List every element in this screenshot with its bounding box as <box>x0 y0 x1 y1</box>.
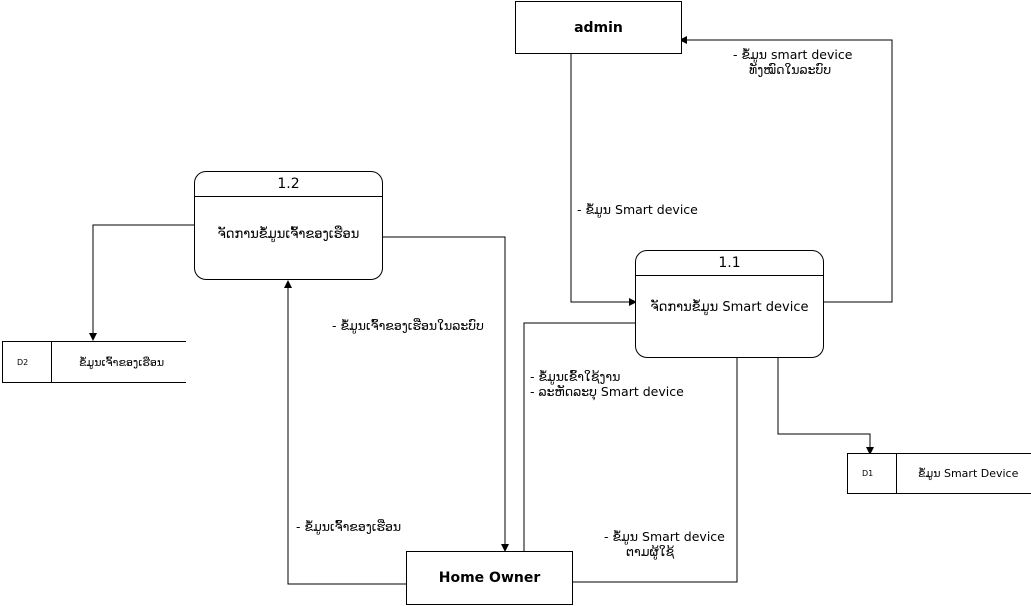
process-1-1-id: 1.1 <box>636 251 823 276</box>
flow-line-p12-d2 <box>89 221 202 341</box>
process-1-2[interactable]: 1.2 ຈັດການຂໍ້ມູນເຈົ້າຂອງເຮືອນ <box>194 171 383 280</box>
flow-label-home-to-p12: - ຂໍ້ມູນເຈົ້າຂອງເຮືອນ <box>296 519 402 534</box>
process-1-2-id: 1.2 <box>195 172 382 197</box>
entity-home-owner-label: Home Owner <box>438 570 541 586</box>
flow-label-home-to-p11-line2: - ລະຫັດລະບຸ Smart device <box>530 384 684 399</box>
flow-line-admin-to-p11 <box>570 54 637 306</box>
process-1-1-name: ຈັດການຂໍ້ມູນ Smart device <box>650 300 809 315</box>
flow-line-p11-to-home <box>573 358 738 583</box>
process-1-1[interactable]: 1.1 ຈັດການຂໍ້ມູນ Smart device <box>635 250 824 358</box>
datastore-d1-name: ຂໍ້ມູນ Smart Device <box>918 467 1019 480</box>
flow-label-p11-to-admin: - ຂໍ້ມູນ smart device ທັງໝົດໃນລະບົບ <box>733 47 852 77</box>
flow-label-home-to-p11: - ຂໍ້ມູນເຂົ້າໃຊ້ງານ - ລະຫັດລະບຸ Smart de… <box>530 369 684 399</box>
flow-label-p11-to-admin-line2: ທັງໝົດໃນລະບົບ <box>749 62 832 77</box>
datastore-d1[interactable]: D1 ຂໍ້ມູນ Smart Device <box>847 453 1031 494</box>
flow-label-home-to-p11-line1: - ຂໍ້ມູນເຂົ້າໃຊ້ງານ <box>530 369 621 384</box>
flow-label-p11-to-admin-line1: - ຂໍ້ມູນ smart device <box>733 47 853 62</box>
flow-line-p11-to-admin <box>679 36 893 303</box>
datastore-d2-id: D2 <box>3 342 52 382</box>
flow-line-p11-d1 <box>774 350 874 455</box>
flow-label-p12-to-home: - ຂໍ້ມູນເຈົ້າຂອງເຮືອນໃນລະບົບ <box>332 318 484 333</box>
flow-line-home-to-p12 <box>284 280 406 585</box>
entity-admin-label: admin <box>574 19 623 36</box>
datastore-d2-name: ຂໍ້ມູນເຈົ້າຂອງເຮືອນ <box>79 355 165 369</box>
flow-label-p11-to-home-line1: - ຂໍ້ມູນ Smart device <box>604 529 725 544</box>
datastore-d2[interactable]: D2 ຂໍ້ມູນເຈົ້າຂອງເຮືອນ <box>2 341 186 383</box>
flow-line-home-to-p11 <box>523 322 636 551</box>
flow-line-p12-to-home <box>383 236 509 552</box>
entity-home-owner[interactable]: Home Owner <box>406 551 573 605</box>
entity-admin[interactable]: admin <box>515 1 682 54</box>
datastore-d1-id: D1 <box>848 454 897 493</box>
process-1-2-name: ຈັດການຂໍ້ມູນເຈົ້າຂອງເຮືອນ <box>217 227 360 242</box>
flow-label-p11-to-home: - ຂໍ້ມູນ Smart device ຕາມຜູ້ໃຊ້ <box>604 529 725 559</box>
flow-label-admin-to-p11: - ຂໍ້ມູນ Smart device <box>577 202 698 217</box>
flow-label-p11-to-home-line2: ຕາມຜູ້ໃຊ້ <box>626 544 675 559</box>
